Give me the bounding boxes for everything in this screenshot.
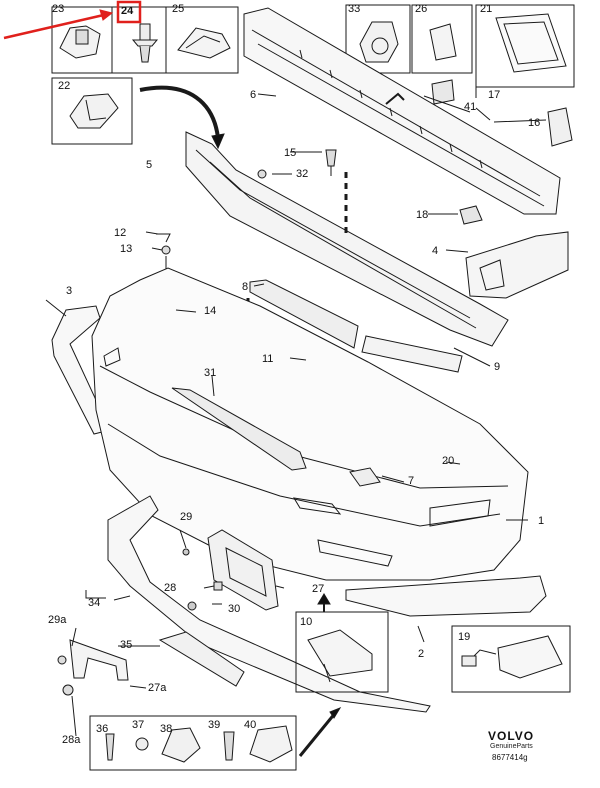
callout-27a: 27a (148, 682, 167, 694)
callout-9: 9 (494, 361, 501, 373)
callout-6: 6 (250, 89, 257, 101)
callout-15: 15 (284, 147, 297, 159)
callout-2: 2 (418, 648, 425, 660)
callout-11: 11 (262, 353, 274, 365)
parts-box-22 (51, 77, 133, 145)
callout-16: 16 (528, 117, 541, 129)
callout-38: 38 (160, 723, 173, 735)
callout-22: 22 (58, 80, 71, 92)
parts-box-23-25 (51, 6, 239, 74)
callout-10: 10 (300, 616, 313, 628)
callout-4: 4 (432, 245, 439, 257)
deflector-35 (158, 631, 245, 687)
diagram-code: 8677414g (492, 753, 528, 762)
parts-box-26 (411, 4, 473, 74)
callout-20: 20 (442, 455, 455, 467)
callout-34: 34 (88, 597, 101, 609)
callout-17: 17 (488, 89, 501, 101)
push-rivet-part (131, 39, 159, 47)
callout-28: 28 (164, 582, 177, 594)
callout-29a: 29a (48, 614, 67, 626)
callout-14: 14 (204, 305, 217, 317)
callout-7: 7 (408, 475, 415, 487)
callout-25: 25 (172, 3, 185, 15)
absorber-8 (249, 279, 359, 349)
callout-26: 26 (415, 3, 428, 15)
side-bracket (465, 231, 569, 299)
callout-21: 21 (480, 3, 493, 15)
callout-27: 27 (312, 583, 325, 595)
callout-31: 31 (204, 367, 217, 379)
brand-logo: VOLVO (488, 729, 535, 743)
callout-37: 37 (132, 719, 145, 731)
strip-31 (171, 387, 307, 471)
bumper-cover (91, 267, 529, 581)
callout-35: 35 (120, 639, 133, 651)
bolt-15 (325, 149, 337, 167)
clip-part (459, 205, 483, 225)
callout-1: 1 (538, 515, 545, 527)
callout-33: 33 (348, 3, 361, 15)
parts-box-10 (295, 611, 389, 693)
parts-box-21 (475, 4, 575, 88)
plate-bracket (207, 529, 279, 611)
callout-18: 18 (416, 209, 429, 221)
spoiler-2 (345, 575, 547, 617)
fastener-box (89, 715, 297, 771)
highlight-arrow (3, 12, 109, 40)
parts-box-19 (451, 625, 571, 693)
cover-7 (349, 467, 381, 487)
callout-12: 12 (114, 227, 127, 239)
block-part (547, 107, 573, 147)
callout-5: 5 (146, 159, 153, 171)
callout-8: 8 (242, 281, 249, 293)
callout-23: 23 (52, 3, 65, 15)
bracket-27a (69, 639, 129, 681)
pad-part (431, 79, 455, 105)
energy-absorber (185, 131, 509, 347)
spring-clip-part (177, 27, 231, 59)
highlight-box (116, 0, 142, 24)
callout-40: 40 (244, 719, 257, 731)
grille-insert (361, 335, 463, 373)
callout-28a: 28a (62, 734, 81, 746)
callout-13: 13 (120, 243, 133, 255)
callout-29: 29 (180, 511, 193, 523)
callout-32: 32 (296, 168, 309, 180)
callout-19: 19 (458, 631, 471, 643)
callout-24: 24 (121, 5, 134, 17)
callout-39: 39 (208, 719, 221, 731)
callout-30: 30 (228, 603, 241, 615)
callout-41: 41 (464, 101, 477, 113)
callout-3: 3 (66, 285, 73, 297)
brand-tagline: GenuineParts (490, 743, 533, 750)
callout-36: 36 (96, 723, 109, 735)
